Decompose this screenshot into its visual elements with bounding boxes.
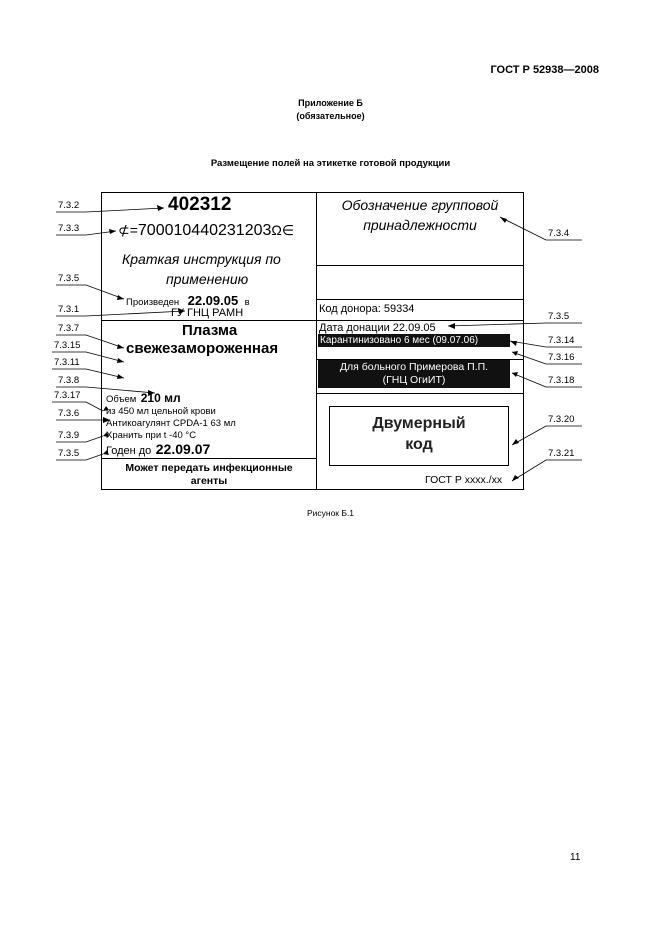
callout-7-3-5-b: 7.3.5	[58, 448, 80, 459]
callout-7-3-8: 7.3.8	[58, 375, 80, 386]
expiry-prefix: Годен до	[106, 445, 152, 457]
callout-7-3-3: 7.3.3	[58, 223, 80, 234]
donor-code: Код донора: 59334	[319, 303, 415, 315]
callout-7-3-15: 7.3.15	[54, 340, 81, 351]
produced-date: 22.09.05	[187, 293, 239, 308]
callout-7-3-21: 7.3.21	[548, 448, 575, 459]
instruction-line-2: применению	[166, 271, 249, 287]
volume-field: Объем 210 мл	[106, 389, 181, 407]
group-designation-line-2: принадлежности	[363, 217, 477, 233]
product-name-line-2: свежезамороженная	[126, 340, 279, 357]
warning-line-2: агенты	[190, 475, 228, 487]
patient-line-1: Для больного Примерова П.П.	[339, 361, 489, 373]
callout-7-3-17: 7.3.17	[54, 390, 81, 401]
appendix-title: Приложение Б	[298, 98, 363, 108]
callout-7-3-9: 7.3.9	[58, 430, 80, 441]
right-divider-5	[316, 393, 524, 395]
donation-date: Дата донации 22.09.05	[319, 322, 436, 334]
page-number: 11	[570, 852, 581, 863]
callout-7-3-5-a: 7.3.5	[58, 273, 80, 284]
right-divider-4	[316, 359, 524, 361]
barcode-value: 700010440231203	[137, 222, 272, 239]
callout-7-3-1: 7.3.1	[58, 304, 80, 315]
barcode-prefix: ⊄=	[118, 222, 138, 238]
expiry-field: Годен до 22.09.07	[106, 441, 210, 459]
2d-code-line-1: Двумерный	[372, 415, 466, 432]
group-designation-line-1: Обозначение групповой	[341, 197, 499, 213]
barcode-suffix: Ω∈	[271, 222, 295, 238]
produced-suffix: в	[244, 297, 250, 308]
volume-value: 210 мл	[140, 391, 181, 405]
storage-condition: Хранить при t -40 °С	[106, 430, 197, 441]
produced-prefix: Произведен	[126, 297, 180, 308]
appendix-status: (обязательное)	[296, 111, 365, 121]
anticoagulant: Антикоагулянт CPDA-1 63 мл	[106, 418, 236, 429]
warning-line-1: Может передать инфекционные	[125, 462, 293, 474]
barcode-field: ⊄=700010440231203Ω∈	[118, 222, 294, 240]
instruction-line-1: Краткая инструкция по	[122, 251, 281, 267]
callout-7-3-14: 7.3.14	[548, 335, 575, 346]
patient-line-2: (ГНЦ ОгиИТ)	[382, 374, 446, 386]
volume-prefix: Объем	[106, 394, 137, 405]
callout-7-3-5-c: 7.3.5	[548, 311, 570, 322]
right-divider-2	[316, 299, 524, 301]
patient-block	[318, 360, 510, 388]
callout-7-3-16: 7.3.16	[548, 352, 575, 363]
callout-7-3-18: 7.3.18	[548, 375, 575, 386]
expiry-date: 22.09.07	[155, 441, 211, 457]
figure-caption: Размещение полей на этикетке готовой про…	[210, 158, 451, 169]
2d-code-area	[329, 406, 509, 466]
callout-7-3-7: 7.3.7	[58, 323, 80, 334]
callout-7-3-4: 7.3.4	[548, 228, 570, 239]
left-divider-2	[101, 458, 317, 460]
callout-7-3-11: 7.3.11	[54, 357, 80, 368]
label-number: 402312	[168, 194, 232, 215]
callout-7-3-20: 7.3.20	[548, 414, 575, 425]
quarantine-status: Карантинизовано 6 мес (09.07.06)	[318, 334, 510, 347]
blood-source: из 450 мл цельной крови	[106, 406, 216, 417]
document-standard-header: ГОСТ Р 52938—2008	[490, 64, 599, 76]
figure-label: Рисунок Б.1	[306, 508, 355, 518]
left-divider-1	[101, 320, 317, 322]
label-center-divider	[316, 192, 318, 490]
product-name-line-1: Плазма	[182, 322, 238, 339]
2d-code-line-2: код	[405, 436, 433, 453]
callout-7-3-2: 7.3.2	[58, 200, 80, 211]
callout-7-3-6: 7.3.6	[58, 408, 80, 419]
standard-reference: ГОСТ Р xxxx./xx	[425, 474, 503, 486]
producer-name: ГУ ГНЦ РАМН	[171, 307, 244, 319]
right-divider-1	[316, 265, 524, 267]
produced-field: Произведен 22.09.05 в	[126, 292, 250, 310]
right-divider-3	[316, 320, 524, 322]
